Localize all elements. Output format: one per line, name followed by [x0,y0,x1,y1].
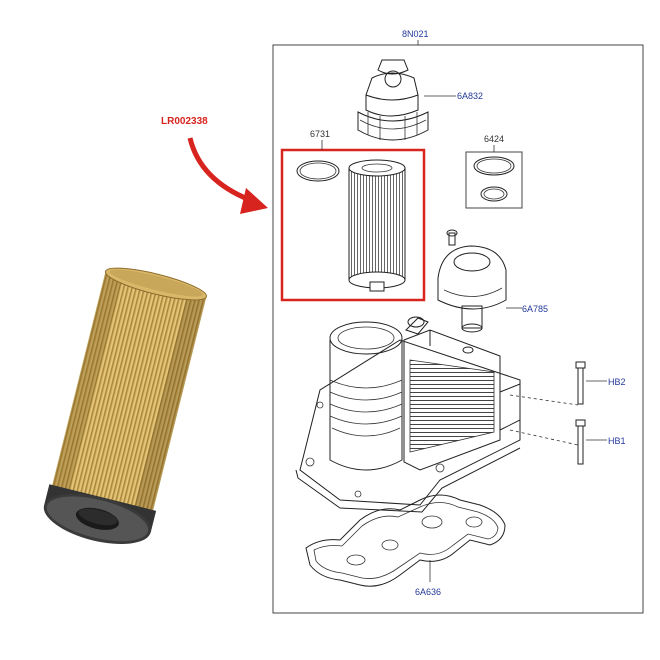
part-reference-label: LR002338 [161,116,208,127]
callout-gasket: 6A636 [415,587,441,597]
small-screw-drawing [446,229,458,246]
callout-cap: 6A832 [457,91,483,101]
callout-bolt-lower: HB1 [608,436,626,446]
callout-seal-kit: 6424 [484,134,504,144]
gasket-drawing [305,494,506,587]
diagram-frame [272,44,644,614]
callout-bolt-upper: HB2 [608,377,626,387]
callout-filter-element: 6731 [310,129,330,139]
bolt-hb2-drawing [575,361,586,405]
oil-cooler-housing-drawing [295,316,521,513]
valve-housing-drawing [437,245,507,333]
highlight-box [280,148,426,302]
assembly-code-label: 8N021 [402,29,429,39]
bolt-hb1-drawing [575,419,586,465]
filter-cap-drawing [357,59,429,141]
callout-housing-valve: 6A785 [522,304,548,314]
reference-arrow [187,137,268,214]
seal-rings-drawing [473,156,515,202]
o-ring-drawing [296,160,340,182]
filter-element-drawing [348,159,406,292]
seal-kit-box [465,151,523,209]
oil-filter-photo [43,267,207,545]
